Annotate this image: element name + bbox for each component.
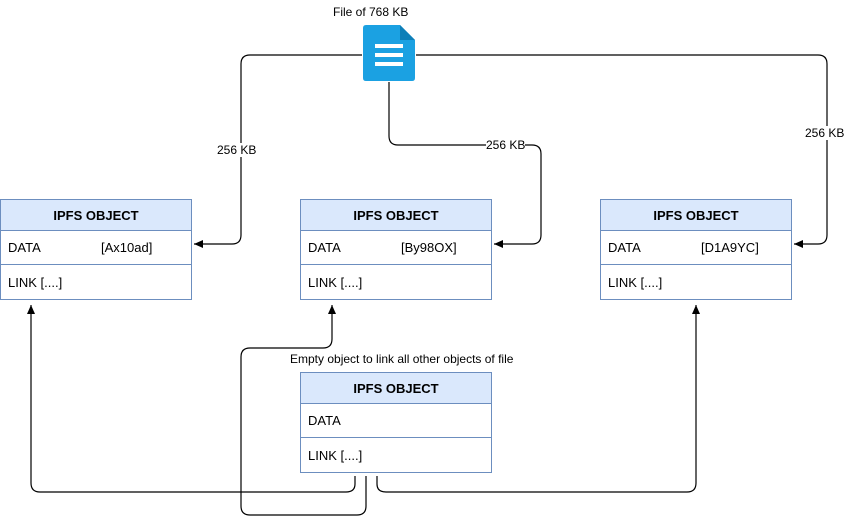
object-link-row: LINK [....] [1, 265, 191, 299]
ipfs-object-1: IPFS OBJECT DATA [Ax10ad] LINK [....] [0, 199, 192, 300]
edge-file-to-object-2 [388, 82, 542, 248]
object-title: IPFS OBJECT [1, 200, 191, 231]
edge-label-middle: 256 KB [486, 138, 526, 152]
edge-root-to-object-3 [376, 305, 700, 493]
ipfs-object-2: IPFS OBJECT DATA [By98OX] LINK [....] [300, 199, 492, 300]
data-value: [By98OX] [401, 240, 457, 255]
object-title: IPFS OBJECT [301, 200, 491, 231]
data-label: DATA [8, 240, 41, 255]
data-label: DATA [308, 240, 341, 255]
data-label: DATA [308, 413, 341, 428]
data-value: [D1A9YC] [701, 240, 759, 255]
object-data-row: DATA [By98OX] [301, 231, 491, 265]
data-label: DATA [608, 240, 641, 255]
object-title: IPFS OBJECT [601, 200, 791, 231]
object-data-row: DATA [Ax10ad] [1, 231, 191, 265]
link-label: LINK [....] [308, 447, 363, 463]
object-link-row: LINK [....] [301, 438, 491, 472]
data-value: [Ax10ad] [101, 240, 153, 255]
object-link-row: LINK [....] [601, 265, 791, 299]
object-data-row: DATA [D1A9YC] [601, 231, 791, 265]
edge-label-right: 256 KB [805, 126, 845, 140]
edge-label-left: 256 KB [217, 143, 257, 157]
object-data-row: DATA [301, 404, 491, 438]
object-title: IPFS OBJECT [301, 373, 491, 404]
object-link-row: LINK [....] [301, 265, 491, 299]
edge-root-to-object-2 [240, 305, 367, 516]
ipfs-root-object: IPFS OBJECT DATA LINK [....] [300, 372, 492, 473]
edge-root-to-object-1 [27, 305, 356, 493]
edge-file-to-object-3 [416, 54, 828, 248]
file-document-icon [362, 24, 416, 82]
root-caption: Empty object to link all other objects o… [290, 352, 514, 366]
file-caption: File of 768 KB [333, 5, 409, 19]
link-label: LINK [....] [308, 274, 363, 290]
link-label: LINK [....] [8, 274, 63, 290]
link-label: LINK [....] [608, 274, 663, 290]
ipfs-object-3: IPFS OBJECT DATA [D1A9YC] LINK [....] [600, 199, 792, 300]
